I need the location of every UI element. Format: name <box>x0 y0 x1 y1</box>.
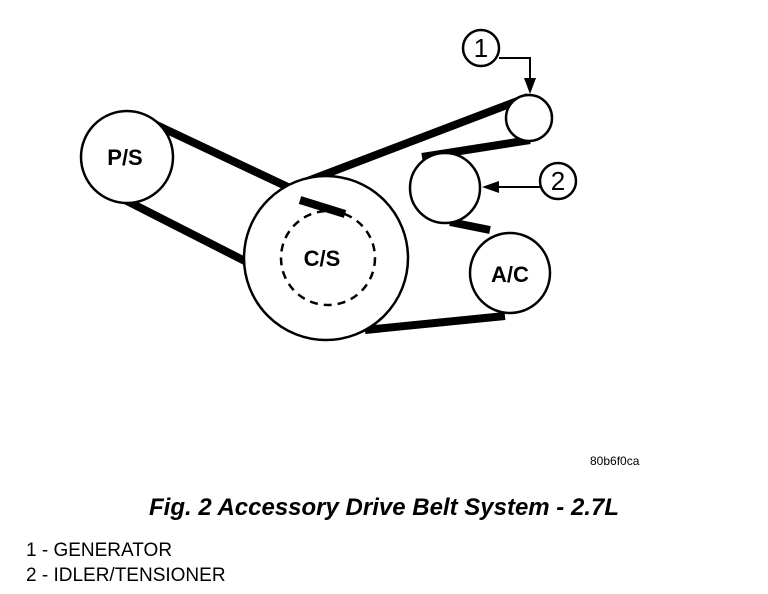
crankshaft-pulley <box>242 174 410 342</box>
callout-2-circle <box>538 161 578 201</box>
generator-pulley <box>504 93 554 143</box>
legend-item-idler-tensioner: 2 - IDLER/TENSIONER <box>26 565 226 586</box>
crankshaft-hub-dashed <box>279 209 377 307</box>
ac-label: A/C <box>491 262 529 287</box>
legend-item-generator: 1 - GENERATOR <box>26 540 173 561</box>
callout-1-arrowhead <box>524 78 536 94</box>
belt-ps-cs-upper-end <box>298 196 347 218</box>
belt-cs-generator <box>303 93 530 186</box>
callout-1-leader <box>499 57 531 80</box>
belt-idler-ac <box>449 218 491 234</box>
ac-compressor-pulley <box>468 231 552 315</box>
power-steering-pulley <box>79 109 175 205</box>
cs-label: C/S <box>304 246 341 271</box>
callout-1-circle <box>461 28 501 68</box>
belt-ac-cs <box>364 312 506 334</box>
callout-2-number: 2 <box>551 166 565 196</box>
image-code: 80b6f0ca <box>590 454 640 468</box>
idler-tensioner-pulley <box>408 151 482 225</box>
callout-2-arrowhead <box>482 181 499 193</box>
ps-label: P/S <box>107 145 142 170</box>
callout-1-number: 1 <box>474 33 488 63</box>
figure-caption: Fig. 2 Accessory Drive Belt System - 2.7… <box>149 494 619 521</box>
